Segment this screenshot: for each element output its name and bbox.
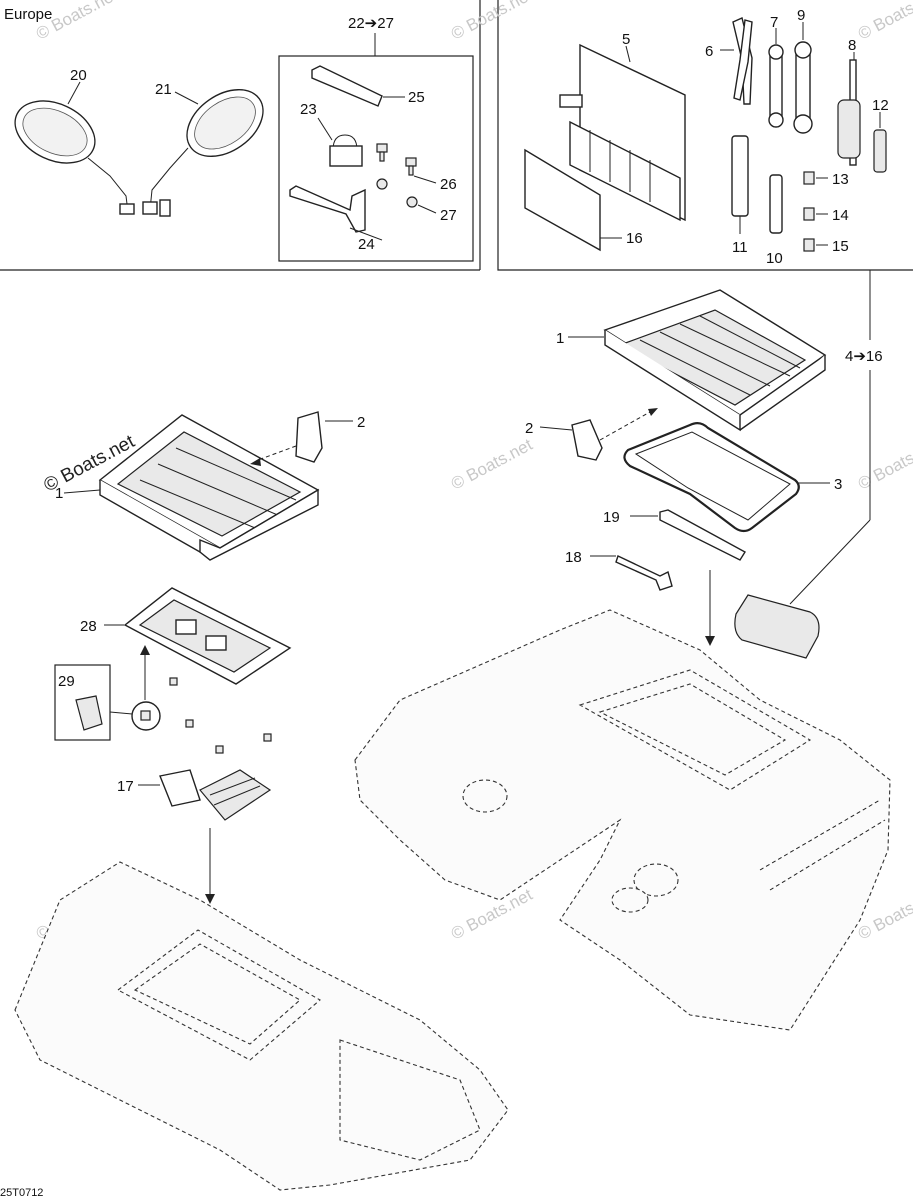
part-24-bracket[interactable] [289, 185, 366, 233]
part-19-latch[interactable] [659, 509, 746, 561]
label-2a: 2 [357, 414, 365, 431]
kit-22-27-label: 22➔27 [348, 15, 394, 32]
part-23-lock[interactable] [329, 134, 363, 167]
part-12-bit[interactable] [873, 129, 887, 173]
part-18-key[interactable] [615, 555, 673, 591]
label-10: 10 [766, 250, 783, 267]
label-1a: 1 [55, 485, 63, 502]
label-9: 9 [797, 7, 805, 24]
label-26: 26 [440, 176, 457, 193]
screwdriver-handle[interactable] [837, 99, 861, 159]
label-21: 21 [155, 81, 172, 98]
part-7-wrench[interactable] [768, 44, 784, 128]
part-9-wrench[interactable] [793, 41, 813, 134]
label-13: 13 [832, 171, 849, 188]
watermark-2: © Boats.net [448, 0, 536, 44]
label-19: 19 [603, 509, 620, 526]
label-28: 28 [80, 618, 97, 635]
label-5: 5 [622, 31, 630, 48]
label-24: 24 [358, 236, 375, 253]
part-27-nuts[interactable] [376, 178, 418, 208]
label-6: 6 [705, 43, 713, 60]
part-13-fuse[interactable] [803, 171, 815, 185]
mirror-right[interactable] [142, 76, 275, 217]
part-10-socket[interactable] [769, 174, 783, 234]
label-7: 7 [770, 14, 778, 31]
label-15: 15 [832, 238, 849, 255]
tool-pouch[interactable] [569, 120, 681, 222]
drawing-code: 25T0712 [0, 1187, 43, 1199]
part-1-rack-right[interactable] [603, 289, 827, 432]
label-3: 3 [834, 476, 842, 493]
rear-fender-left [14, 861, 509, 1191]
part-2-clip-right[interactable] [571, 419, 603, 461]
watermark-3: © Boats.net [855, 0, 913, 44]
label-17: 17 [117, 778, 134, 795]
label-27: 27 [440, 207, 457, 224]
mirror-left[interactable] [5, 89, 135, 215]
part-15-fuse[interactable] [803, 238, 815, 252]
part-16-card[interactable] [524, 148, 601, 252]
part-17-hinge[interactable] [159, 769, 272, 821]
divider-right [497, 0, 913, 271]
rear-fender-right [354, 609, 891, 1031]
part-26-bolts[interactable] [376, 143, 417, 176]
label-14: 14 [832, 207, 849, 224]
part-3-seal[interactable] [623, 421, 800, 533]
label-2b: 2 [525, 420, 533, 437]
part-29-box [54, 664, 111, 741]
watermark-5: © Boats.net [855, 435, 913, 494]
watermark-4: © Boats.net [448, 435, 536, 494]
kit-4-16-label: 4➔16 [845, 348, 883, 365]
label-29: 29 [58, 673, 75, 690]
tool-kit-roll[interactable] [734, 594, 820, 659]
region-label: Europe [4, 6, 52, 23]
label-23: 23 [300, 101, 317, 118]
label-16: 16 [626, 230, 643, 247]
part-1-rack-left[interactable] [98, 414, 320, 561]
label-12: 12 [872, 97, 889, 114]
part-6-pliers[interactable] [732, 17, 753, 105]
label-11: 11 [732, 239, 748, 256]
part-2-clip-left[interactable] [295, 411, 323, 463]
label-18: 18 [565, 549, 582, 566]
label-25: 25 [408, 89, 425, 106]
kit-22-27-box [278, 55, 474, 262]
part-29-clip[interactable] [75, 695, 103, 731]
clip-fasteners[interactable] [169, 677, 272, 754]
part-25-strap[interactable] [311, 65, 383, 107]
part-28-tray[interactable] [123, 587, 292, 685]
label-8: 8 [848, 37, 856, 54]
label-20: 20 [70, 67, 87, 84]
part-29-detail [109, 701, 161, 731]
label-1b: 1 [556, 330, 564, 347]
part-14-fuse[interactable] [803, 207, 815, 221]
part-11-socket[interactable] [731, 135, 749, 217]
